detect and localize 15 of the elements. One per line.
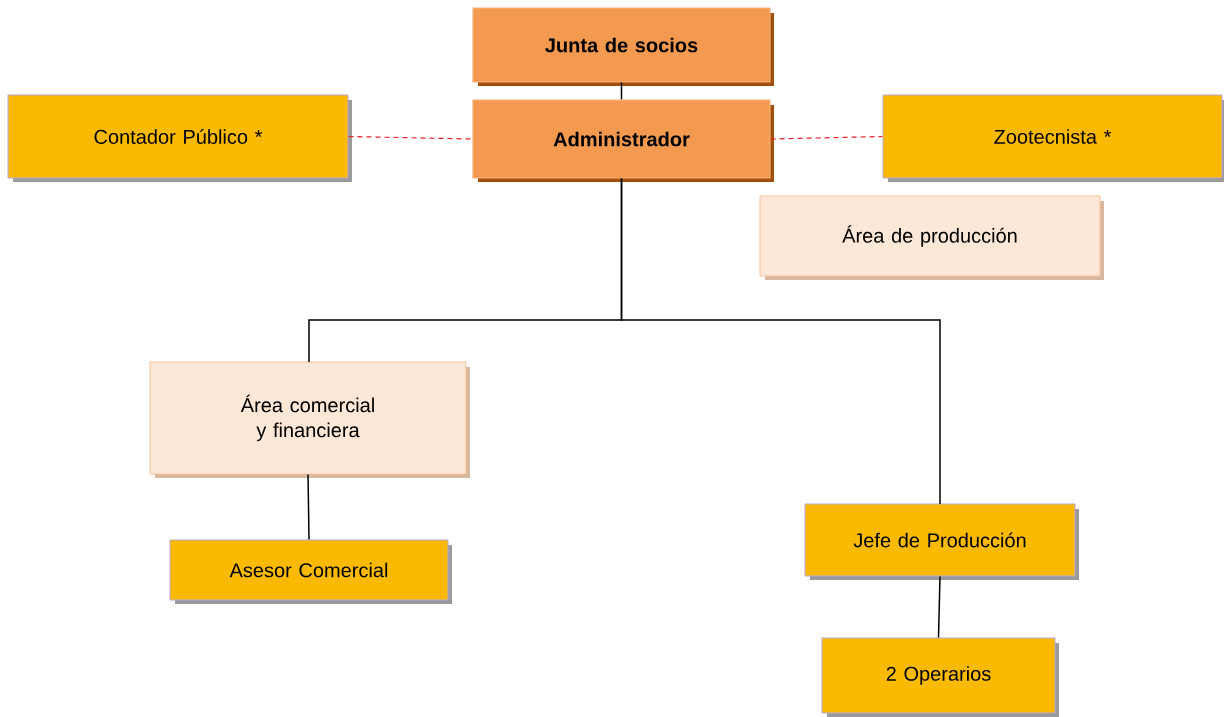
area-box: Área comercial y financiera [149, 361, 470, 478]
connector-line [620, 177, 941, 505]
connector-line [620, 81, 623, 101]
connector-line [937, 575, 941, 639]
dashed-connector [347, 135, 473, 140]
org-chart-box: Zootecnista * [882, 94, 1224, 182]
area-box: Área de producción [759, 195, 1104, 280]
org-chart-box: Contador Público * [7, 94, 352, 182]
org-chart-box: Jefe de Producción [804, 503, 1079, 580]
org-chart-box: 2 Operarios [821, 637, 1059, 717]
org-chart-box: Administrador [472, 99, 774, 182]
org-chart-box: Junta de socios [472, 7, 774, 86]
dashed-connector [770, 135, 884, 140]
connector-line [307, 473, 310, 541]
org-chart-box: Asesor Comercial [169, 539, 452, 604]
